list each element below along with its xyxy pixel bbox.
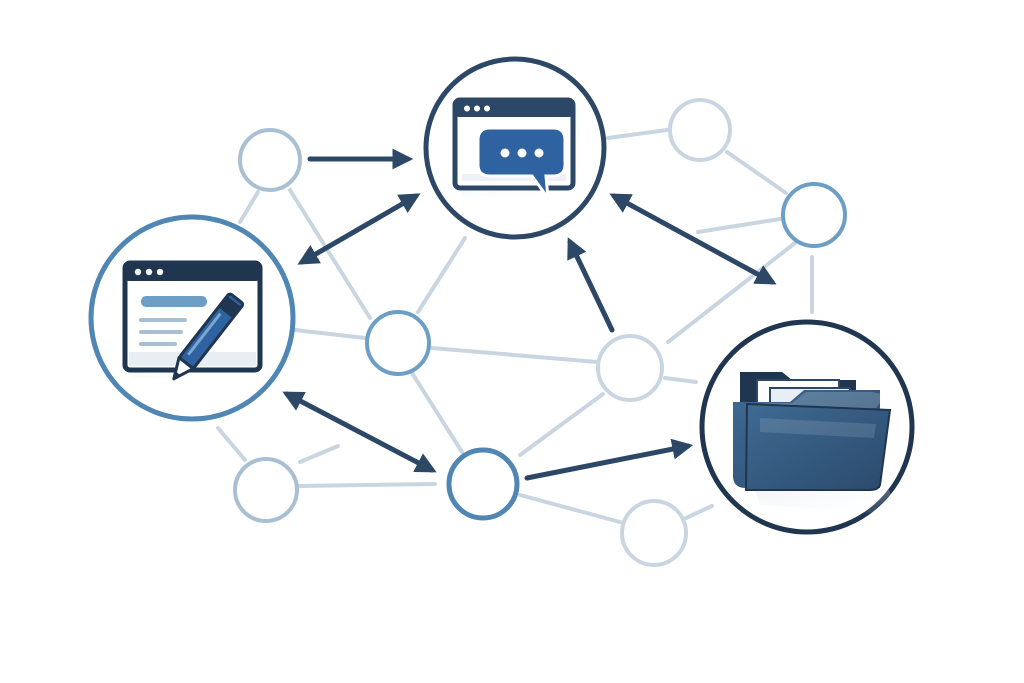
link [663, 376, 698, 384]
hub-folder [699, 319, 915, 535]
arrow-chat-edit-bidirectional [297, 193, 421, 265]
node [620, 499, 688, 567]
edit-document-icon [122, 260, 270, 381]
node [596, 334, 664, 402]
arrow-chat-right-bidirectional [609, 193, 777, 285]
arrow-node-to-chat-up [567, 237, 615, 333]
link [238, 190, 260, 224]
link [518, 493, 622, 524]
link [288, 188, 372, 320]
link [518, 392, 605, 457]
hub-edit [88, 214, 296, 422]
hub-chat [423, 56, 607, 240]
arrow-edit-node-bidirectional [282, 391, 437, 473]
node [446, 447, 520, 521]
link [298, 444, 340, 464]
node [781, 182, 847, 248]
link [293, 328, 367, 340]
link [430, 346, 599, 364]
arrow-node-to-folder [524, 438, 694, 481]
link [410, 371, 464, 454]
link [725, 150, 788, 195]
flow-arrows [282, 148, 777, 481]
link [296, 482, 437, 488]
link [216, 426, 247, 462]
node [365, 310, 431, 376]
small-nodes [233, 98, 847, 567]
node [668, 98, 732, 162]
link [606, 128, 669, 140]
link [696, 217, 782, 234]
link [684, 504, 714, 520]
node [238, 128, 302, 192]
link [416, 236, 467, 314]
node [233, 457, 299, 523]
chat-window-icon [452, 97, 580, 204]
folder-icon [733, 372, 900, 515]
